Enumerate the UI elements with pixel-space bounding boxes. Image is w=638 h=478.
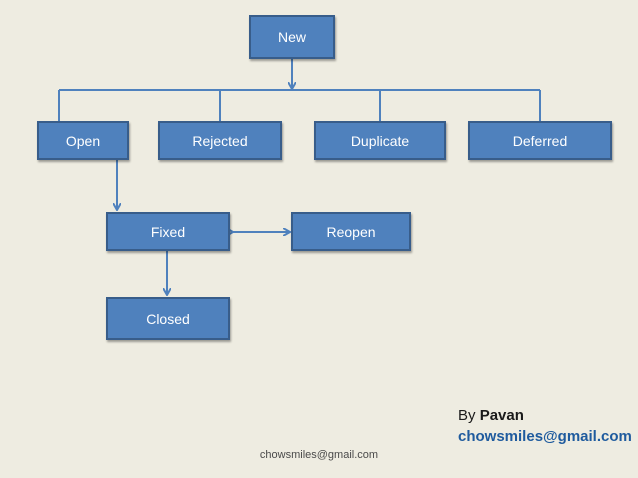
node-new-label: New (277, 29, 306, 45)
footer-email: chowsmiles@gmail.com (259, 449, 379, 461)
node-new: New (249, 15, 335, 59)
author-email: chowsmiles@gmail.com (458, 428, 632, 445)
node-rejected-label: Rejected (192, 132, 248, 149)
node-duplicate: Duplicate (314, 121, 446, 160)
node-closed: Closed (106, 297, 230, 340)
node-fixed-label: Fixed (150, 223, 186, 240)
node-rejected: Rejected (158, 121, 282, 160)
author-line: By Pavan (458, 405, 632, 426)
node-fixed: Fixed (106, 212, 230, 251)
node-closed-label: Closed (146, 310, 190, 327)
author-prefix: By (458, 407, 476, 424)
node-deferred-label: Deferred (512, 132, 568, 149)
node-deferred: Deferred (468, 121, 612, 160)
node-reopen-label: Reopen (326, 223, 376, 240)
node-reopen: Reopen (291, 212, 411, 251)
node-open-label: Open (65, 132, 101, 149)
author-credit: By Pavan chowsmiles@gmail.com (458, 405, 632, 447)
author-name: Pavan (479, 407, 524, 424)
node-open: Open (37, 121, 129, 160)
node-duplicate-label: Duplicate (350, 132, 410, 149)
